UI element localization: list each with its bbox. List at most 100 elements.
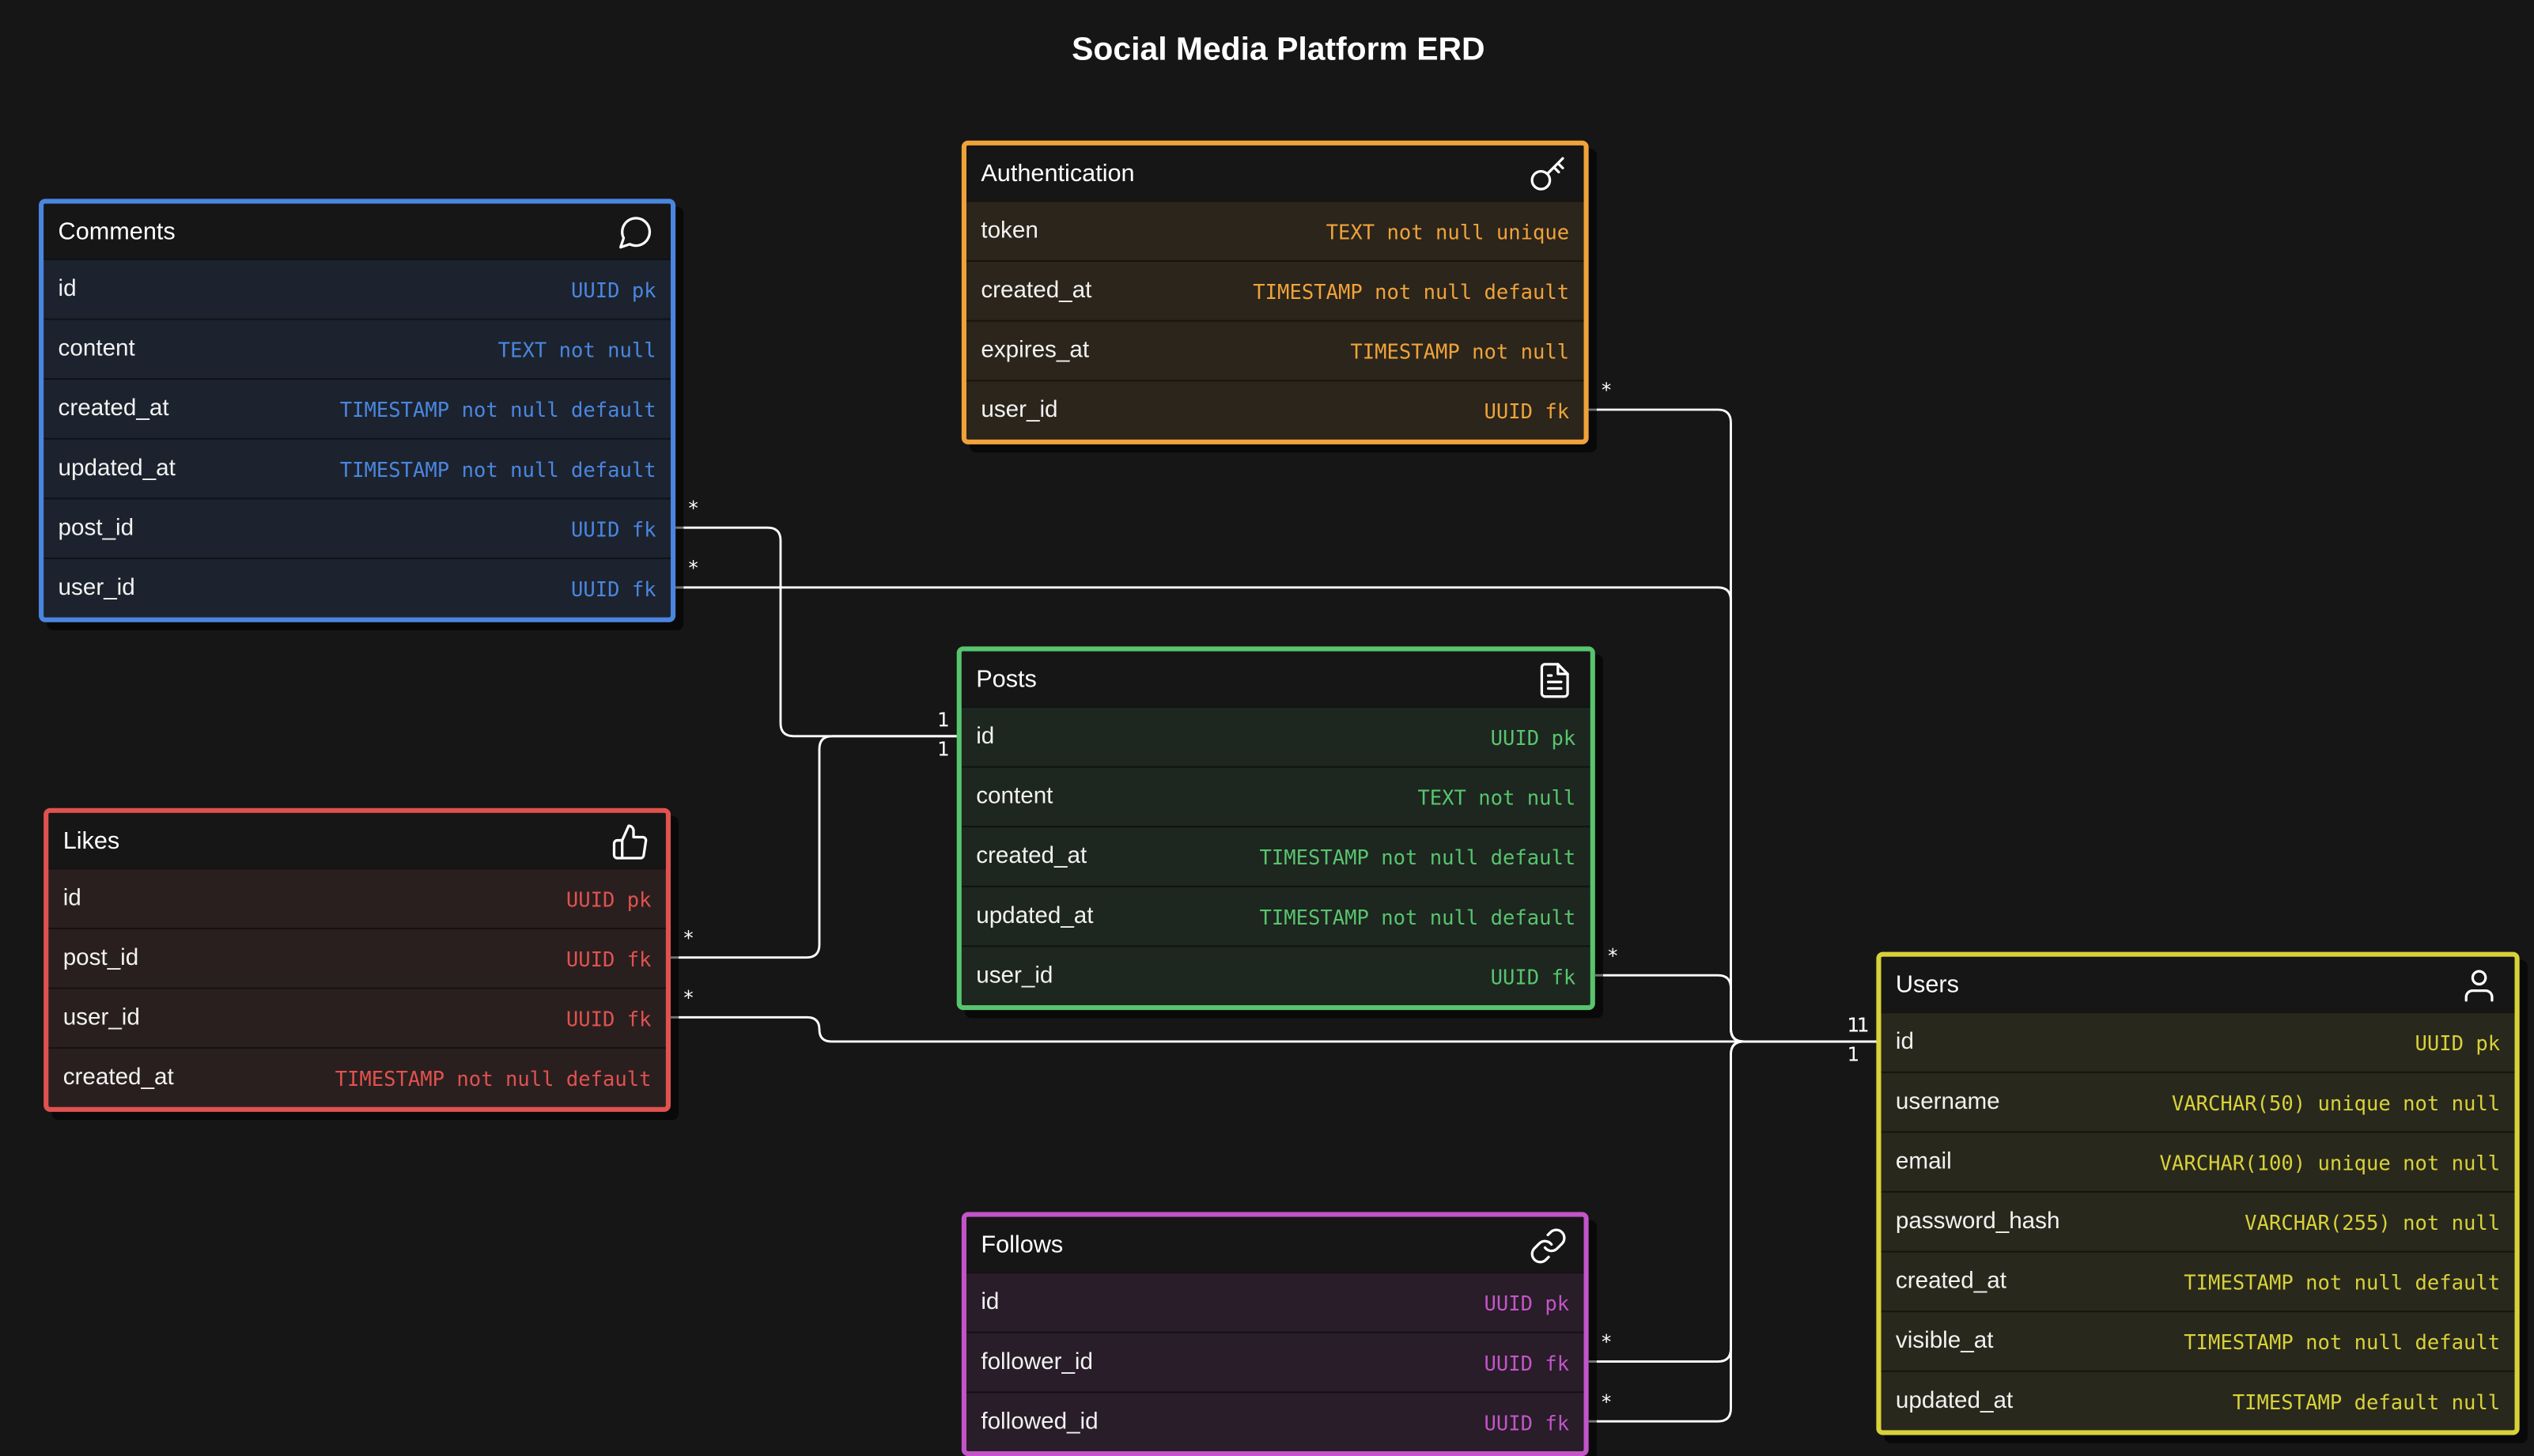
entity-header[interactable]: Follows (966, 1216, 1584, 1273)
field-type: UUID fk (565, 946, 652, 971)
field-row-id[interactable]: id UUID pk (1881, 1012, 2515, 1072)
entity-header[interactable]: Authentication (966, 145, 1584, 201)
cardinality-many: * (1602, 1390, 1611, 1413)
field-type: TEXT not null (1417, 785, 1576, 809)
entity-name: Authentication (981, 159, 1135, 187)
field-name: content (58, 336, 135, 362)
field-row-content[interactable]: content TEXT not null (43, 318, 671, 379)
cardinality-one: 1 (1848, 1042, 1860, 1065)
field-type: TEXT not null (497, 337, 656, 361)
field-name: id (62, 885, 81, 912)
entity-header[interactable]: Posts (961, 651, 1590, 706)
field-name: created_at (62, 1065, 174, 1091)
field-type: UUID pk (1484, 1290, 1570, 1315)
field-name: id (976, 724, 995, 751)
field-name: visible_at (1895, 1328, 1994, 1355)
field-name: updated_at (976, 903, 1094, 929)
relationship-line-5 (1594, 974, 1877, 1043)
entity-name: Posts (976, 664, 1037, 693)
entity-header[interactable]: Comments (43, 203, 671, 259)
thumbs-up-icon (611, 823, 649, 861)
field-row-content[interactable]: content TEXT not null (961, 766, 1590, 826)
cardinality-one: 1 (1848, 1014, 1860, 1037)
field-row-created-at[interactable]: created_at TIMESTAMP not null default (1881, 1250, 2515, 1311)
relationship-line-6 (1588, 1040, 1877, 1363)
cardinality-many: * (688, 556, 698, 579)
field-name: user_id (981, 397, 1058, 424)
field-row-post-id[interactable]: post_id UUID fk (48, 927, 666, 988)
field-name: id (1895, 1029, 1914, 1056)
field-row-user-id[interactable]: user_id UUID fk (48, 987, 666, 1048)
field-type: TIMESTAMP default null (2232, 1389, 2501, 1413)
field-type: TIMESTAMP not null (1350, 338, 1570, 363)
field-type: UUID pk (570, 277, 656, 302)
entity-header[interactable]: Users (1881, 956, 2515, 1012)
field-type: TEXT not null unique (1326, 218, 1570, 244)
cardinality-one: 1 (1848, 1014, 1860, 1037)
field-type: UUID fk (570, 516, 656, 541)
field-name: user_id (62, 1004, 140, 1031)
cardinality-many: * (1602, 1330, 1611, 1353)
entity-name: Likes (62, 826, 120, 854)
relationship-line-2 (671, 735, 957, 959)
field-name: content (976, 784, 1053, 810)
field-name: updated_at (1895, 1388, 2014, 1414)
field-type: TIMESTAMP not null default (2184, 1269, 2501, 1294)
cardinality-many: * (683, 986, 693, 1009)
field-name: created_at (58, 395, 169, 422)
key-icon (1529, 155, 1568, 194)
field-row-updated-at[interactable]: updated_at TIMESTAMP default null (1881, 1370, 2515, 1431)
field-type: UUID pk (565, 886, 652, 911)
cardinality-one: 1 (1857, 1014, 1870, 1037)
field-type: TIMESTAMP not null default (2184, 1329, 2501, 1354)
field-row-created-at[interactable]: created_at TIMESTAMP not null default (48, 1047, 666, 1107)
field-row-email[interactable]: email VARCHAR(100) unique not null (1881, 1131, 2515, 1191)
field-type: UUID fk (1490, 963, 1576, 989)
field-name: password_hash (1895, 1208, 2060, 1235)
field-row-visible-at[interactable]: visible_at TIMESTAMP not null default (1881, 1310, 2515, 1371)
field-type: UUID fk (1484, 1350, 1570, 1375)
cardinality-many: * (1602, 379, 1611, 402)
comment-icon (616, 214, 655, 252)
field-type: VARCHAR(100) unique not null (2159, 1149, 2501, 1174)
field-name: created_at (976, 843, 1087, 870)
field-type: TIMESTAMP not null default (335, 1065, 652, 1091)
field-type: UUID pk (2415, 1030, 2501, 1055)
field-name: email (1895, 1148, 1952, 1175)
field-name: created_at (1895, 1269, 2006, 1295)
entity-header[interactable]: Likes (48, 812, 666, 868)
cardinality-many: * (688, 497, 698, 520)
field-type: UUID fk (565, 1006, 652, 1031)
field-row-id[interactable]: id UUID pk (48, 868, 666, 928)
cardinality-one: 1 (937, 709, 950, 732)
field-name: post_id (62, 945, 139, 972)
cardinality-one: 1 (1848, 1014, 1860, 1037)
user-icon (2460, 966, 2498, 1005)
